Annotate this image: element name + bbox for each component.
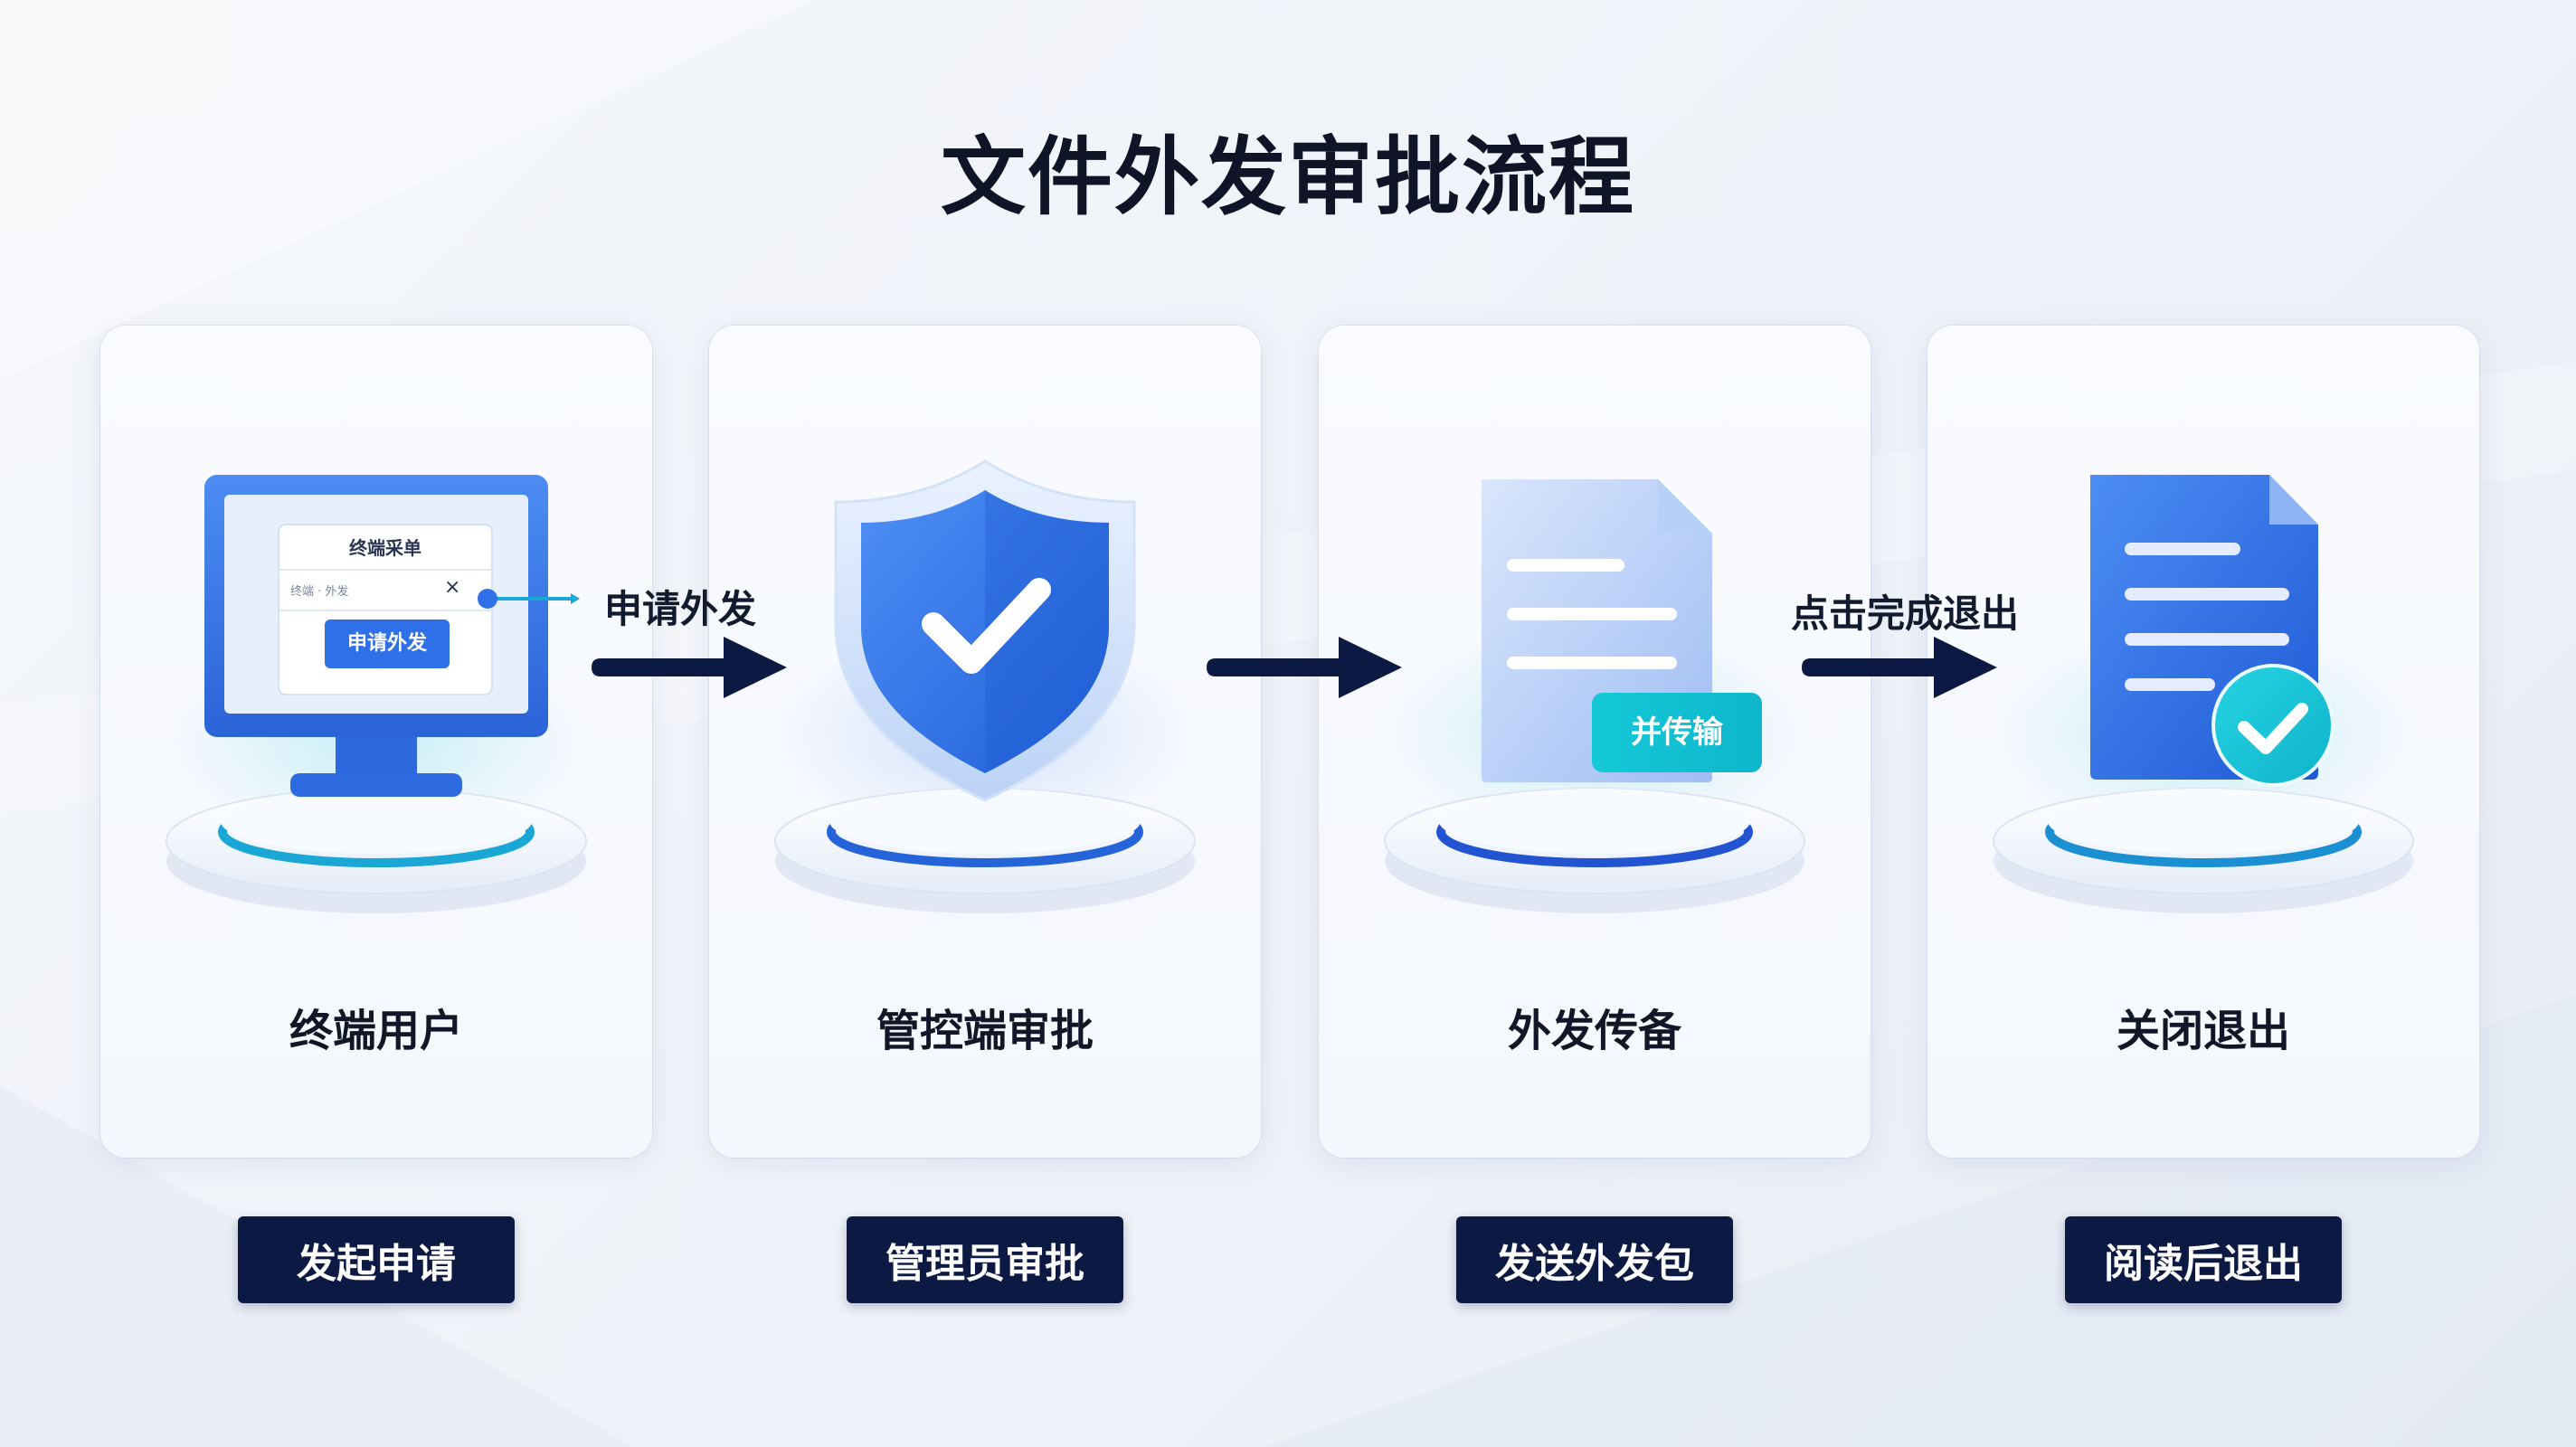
step-label-admin-approval: 管控端审批	[876, 1006, 1094, 1056]
step-card-export-transfer: 并传输 外发传备	[1319, 326, 1870, 1158]
monitor-screen-row-text: 终端 · 外发	[290, 585, 349, 599]
step-label-close-exit: 关闭退出	[2116, 1006, 2290, 1056]
arrow-right-icon	[1207, 637, 1402, 698]
step-card-admin-approval: 管控端审批	[709, 326, 1261, 1158]
arrow-right-icon	[1802, 637, 1997, 698]
arrow-label-click-complete-exit: 点击完成退出	[1791, 591, 2020, 636]
action-pill-admin-approve: 管理员审批	[847, 1216, 1123, 1303]
document-check-icon	[1993, 475, 2414, 913]
action-pill-initiate: 发起申请	[238, 1216, 515, 1303]
step-label-export-transfer: 外发传备	[1507, 1006, 1681, 1056]
apply-export-button[interactable]: 申请外发	[346, 632, 427, 655]
monitor-screen-header: 终端采单	[349, 537, 421, 559]
action-pill-send-package: 发送外发包	[1456, 1216, 1733, 1303]
arrow-label-apply-export: 申请外发	[604, 587, 757, 631]
arrow-right-icon	[592, 637, 787, 698]
close-icon[interactable]: ×	[444, 576, 461, 599]
action-pill-read-exit: 阅读后退出	[2065, 1216, 2342, 1303]
page-title: 文件外发审批流程	[940, 128, 1635, 227]
step-label-terminal-user: 终端用户	[289, 1006, 463, 1056]
document-icon	[1384, 479, 1805, 913]
transfer-badge: 并传输	[1631, 714, 1723, 751]
monitor-icon	[166, 475, 587, 913]
step-card-terminal-user: 终端采单 终端 · 外发 × 申请外发 终端用户	[100, 326, 652, 1158]
shield-check-icon	[774, 459, 1196, 913]
step-card-close-exit: 关闭退出	[1927, 326, 2479, 1158]
